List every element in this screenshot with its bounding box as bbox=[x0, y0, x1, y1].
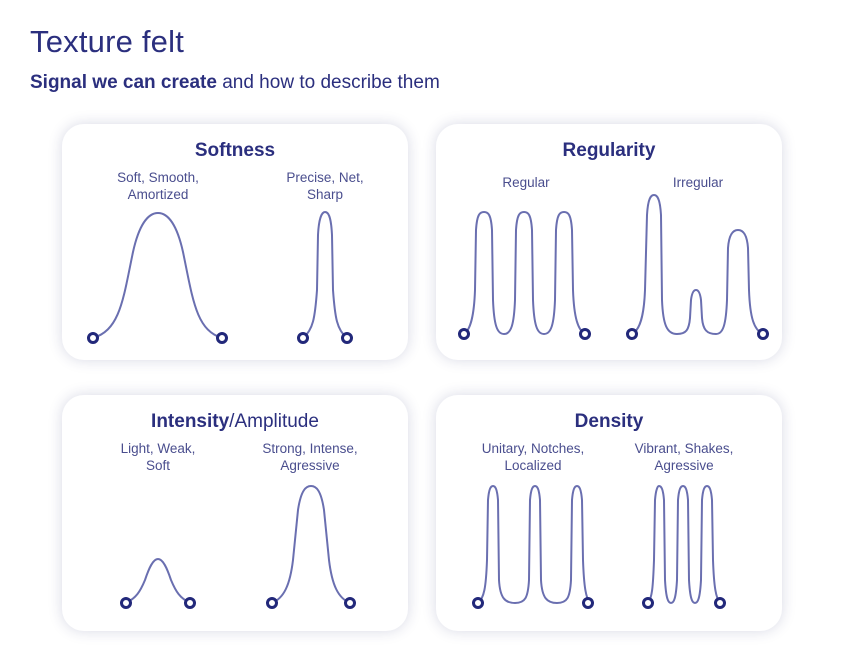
intensity-left-label: Light, Weak, Soft bbox=[120, 441, 196, 473]
regularity-left-label: Regular bbox=[502, 175, 550, 190]
density-title: Density bbox=[574, 411, 644, 432]
density-left-label: Unitary, Notches, Localized bbox=[481, 441, 585, 473]
softness-card: Softness Soft, Smooth, Amortized Precise… bbox=[62, 124, 408, 360]
intensity-title: Intensity/Amplitude bbox=[151, 411, 319, 432]
intensity-card: Intensity/Amplitude Light, Weak, Soft St… bbox=[62, 395, 408, 631]
page-subtitle: Signal we can create and how to describe… bbox=[30, 72, 440, 94]
page-title: Texture felt bbox=[30, 24, 185, 59]
subtitle-bold: Signal we can create bbox=[30, 72, 217, 93]
softness-title: Softness bbox=[194, 140, 276, 161]
regularity-title: Regularity bbox=[562, 140, 656, 161]
density-card: Density Unitary, Notches, Localized Vibr… bbox=[436, 395, 782, 631]
regularity-card: Regularity Regular Irregular bbox=[436, 124, 782, 360]
softness-right-label: Precise, Net, Sharp bbox=[286, 170, 364, 202]
softness-left-label: Soft, Smooth, Amortized bbox=[117, 170, 199, 202]
density-right-label: Vibrant, Shakes, Agressive bbox=[634, 441, 734, 473]
subtitle-rest: and how to describe them bbox=[216, 72, 440, 93]
regularity-right-label: Irregular bbox=[672, 175, 724, 190]
intensity-right-label: Strong, Intense, Agressive bbox=[262, 441, 358, 473]
